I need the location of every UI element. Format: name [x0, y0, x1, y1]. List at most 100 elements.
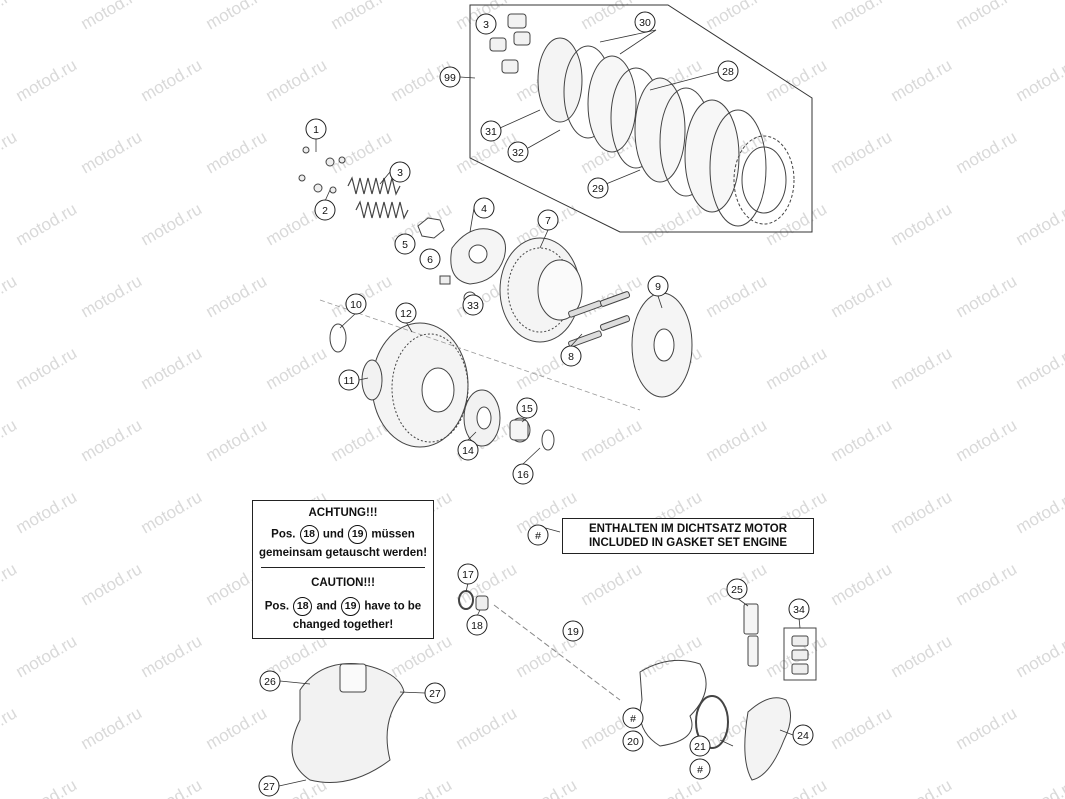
cover-24 [744, 697, 791, 781]
watermark-text: motod.ru [953, 415, 1021, 465]
kit-outline [469, 4, 813, 233]
callout-circle [717, 60, 739, 82]
watermark-text: motod.ru [638, 631, 706, 681]
needle-bearing-11 [361, 359, 383, 401]
callout-label: 15 [521, 403, 533, 415]
callout-label: # [697, 764, 703, 776]
watermark-text: motod.ru [1013, 343, 1065, 393]
watermark-text: motod.ru [828, 0, 896, 33]
watermark-text: motod.ru [328, 0, 396, 33]
watermark-text: motod.ru [703, 271, 771, 321]
callout-label: 24 [797, 730, 809, 742]
callout-label: 5 [402, 239, 408, 251]
callout-label: 10 [350, 299, 362, 311]
callout-circle [512, 463, 534, 485]
caution-divider [261, 567, 425, 568]
watermark-text: motod.ru [888, 55, 956, 105]
callout-circle [634, 11, 656, 33]
watermark-text: motod.ru [13, 199, 81, 249]
callout-c28: 28 [717, 60, 739, 82]
callout-circle [726, 578, 748, 600]
callout-label: 4 [481, 203, 487, 215]
watermark-text: motod.ru [828, 559, 896, 609]
watermark-text: motod.ru [578, 559, 646, 609]
callout-c14: 14 [457, 439, 479, 461]
callout-circle [395, 302, 417, 324]
watermark-text: motod.ru [638, 775, 706, 799]
caution-de-line1: Pos. 18 und 19 müssen [253, 525, 433, 544]
watermark-text: motod.ru [828, 127, 896, 177]
watermark-text: motod.ru [13, 55, 81, 105]
seal-18 [475, 595, 489, 611]
callout-h1: # [527, 524, 549, 546]
callout-circle [562, 620, 584, 642]
callout-c18: 18 [466, 614, 488, 636]
callout-circle [419, 248, 441, 270]
caution-en-post: have to be [364, 600, 422, 613]
ref-18-en: 18 [293, 597, 313, 616]
watermark-text: motod.ru [1013, 487, 1065, 537]
callout-c32: 32 [507, 141, 529, 163]
callout-circle [480, 120, 502, 142]
watermark-text: motod.ru [703, 0, 771, 33]
gasket-set-note: ENTHALTEN IM DICHTSATZ MOTOR INCLUDED IN… [562, 518, 814, 554]
callout-circle [689, 758, 711, 780]
callout-circle [527, 524, 549, 546]
callout-c20: 20 [622, 730, 644, 752]
watermark-text: motod.ru [1013, 199, 1065, 249]
watermark-text: motod.ru [0, 703, 20, 753]
callout-label: 32 [512, 147, 524, 159]
watermark-text: motod.ru [828, 271, 896, 321]
callout-label: # [535, 530, 541, 542]
clutch-plate-stack [537, 37, 795, 227]
watermark-text: motod.ru [888, 199, 956, 249]
callout-label: 2 [322, 205, 328, 217]
caution-de-line2: gemeinsam getauscht werden! [258, 547, 428, 559]
washer-5 [417, 217, 445, 239]
callout-label: 21 [694, 741, 706, 753]
watermark-text: motod.ru [828, 703, 896, 753]
callout-label: 28 [722, 66, 734, 78]
watermark-text: motod.ru [578, 271, 646, 321]
washer-16 [541, 429, 555, 451]
callout-circle [345, 293, 367, 315]
callout-c25: 25 [726, 578, 748, 600]
watermark-text: motod.ru [13, 487, 81, 537]
callout-circle [457, 439, 479, 461]
callout-label: 12 [400, 308, 412, 320]
watermark-text: motod.ru [203, 0, 271, 33]
watermark-text: motod.ru [828, 415, 896, 465]
callout-c8: 8 [560, 345, 582, 367]
watermark-text: motod.ru [578, 415, 646, 465]
watermark-text: motod.ru [953, 559, 1021, 609]
callout-c3a: 3 [389, 161, 411, 183]
callout-label: 14 [462, 445, 474, 457]
clutch-bolts [298, 146, 346, 194]
callout-label: 27 [263, 781, 275, 793]
callout-circle [314, 199, 336, 221]
callout-c21: 21 [689, 735, 711, 757]
watermark-text: motod.ru [203, 127, 271, 177]
callout-label: 99 [444, 72, 456, 84]
callout-label: 3 [483, 19, 489, 31]
callout-label: 3 [397, 167, 403, 179]
watermark-text: motod.ru [703, 415, 771, 465]
callout-circle [439, 66, 461, 88]
callout-circle [788, 598, 810, 620]
caution-de-mid: und [322, 528, 344, 541]
callout-label: 30 [639, 17, 651, 29]
watermark-text: motod.ru [0, 127, 20, 177]
callout-label: 18 [471, 620, 483, 632]
callout-circle [457, 563, 479, 585]
watermark-text: motod.ru [263, 343, 331, 393]
callout-c24: 24 [792, 724, 814, 746]
gasket-20 [639, 659, 707, 747]
watermark-text: motod.ru [13, 343, 81, 393]
callout-c17: 17 [457, 563, 479, 585]
callout-c15: 15 [516, 397, 538, 419]
watermark-text: motod.ru [138, 775, 206, 799]
clutch-basket [371, 322, 469, 448]
caution-note: ACHTUNG!!! Pos. 18 und 19 müssen gemeins… [252, 500, 434, 639]
callout-c2: 2 [314, 199, 336, 221]
